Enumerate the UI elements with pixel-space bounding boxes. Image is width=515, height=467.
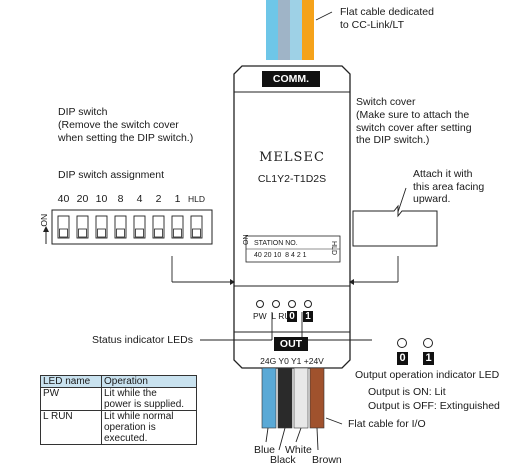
switch-cover [352, 204, 438, 247]
led-table-cell-name: L RUN [40, 410, 102, 445]
dip-knob [78, 228, 87, 238]
dip-slot [152, 215, 165, 239]
top-cable-wires [266, 0, 314, 60]
dip-value-label: 8 [117, 193, 124, 205]
status-leds-label: Status indicator LEDs [92, 334, 193, 346]
output-leds-label: Output operation indicator LED [355, 369, 500, 381]
station-digits: 40 20 10 8 4 2 1 [254, 252, 307, 259]
dip-switch-graphic [51, 209, 213, 245]
led-pw-circle [256, 300, 264, 308]
dip-knob [97, 228, 106, 238]
dip-value-label: 10 [95, 193, 108, 205]
station-label: STATION NO. [254, 240, 298, 247]
switch-cover-title: Switch cover [356, 96, 416, 108]
led-table: LED name Operation PW Lit while the powe… [40, 375, 197, 445]
dip-knob [59, 228, 68, 238]
led-table-header-operation: Operation [101, 375, 197, 388]
led-table-cell-operation: Lit while the power is supplied. [101, 387, 197, 411]
out-led-digit-0: 0 [397, 352, 408, 365]
dip-switch-body [51, 209, 213, 245]
leader-top-cable [315, 11, 333, 21]
out-led-digit-1: 1 [423, 352, 434, 365]
module-digit-1: 1 [303, 311, 313, 322]
switch-cover-attach-note: Attach it with this area facing upward. [413, 168, 485, 205]
top-cable-label: Flat cable dedicated to CC-Link/LT [340, 6, 434, 31]
top-wire-2 [278, 0, 290, 60]
led-lrun-circle [272, 300, 280, 308]
leader-wire-white [295, 427, 302, 443]
led-table-cell-name: PW [40, 387, 102, 411]
dip-slot [95, 215, 108, 239]
module-digit-0: 0 [287, 311, 297, 322]
switch-cover-note: (Make sure to attach the switch cover af… [356, 109, 472, 146]
dip-value-label: HLD [187, 194, 205, 204]
bottom-wire-brown [309, 367, 325, 429]
out-led-0-circle [397, 338, 407, 348]
out-badge: OUT [274, 337, 308, 351]
dip-value-label: 2 [155, 193, 162, 205]
dip-on-label: ON [39, 213, 50, 227]
dip-value-label: 40 [57, 193, 70, 205]
dip-knob [173, 228, 182, 238]
dip-switch-title: DIP switch [58, 106, 108, 118]
dip-knob [192, 228, 201, 238]
station-on-label: ON [243, 234, 250, 246]
table-row: PW Lit while the power is supplied. [40, 387, 197, 411]
out-led-1-circle [423, 338, 433, 348]
dip-value-label: 1 [174, 193, 181, 205]
top-wire-4 [302, 0, 314, 60]
output-off-line: Output is OFF: Extinguished [368, 400, 500, 412]
led-table-cell-operation: Lit while normal operation is executed. [101, 410, 197, 445]
leader-bottom-cable [325, 417, 343, 425]
output-on-line: Output is ON: Lit [368, 386, 446, 398]
model-name: CL1Y2-T1D2S [257, 173, 327, 185]
bottom-wire-black [277, 367, 293, 429]
bottom-cable-wires [261, 367, 325, 429]
bottom-wire-white [293, 367, 309, 429]
dip-switch-note: (Remove the switch cover when setting th… [58, 119, 194, 144]
on-arrow-head [43, 226, 49, 232]
wire-label-white: White [285, 444, 312, 456]
dip-slot [190, 215, 203, 239]
led-table-header-row: LED name Operation [40, 375, 197, 388]
arrowhead-dip [230, 279, 235, 285]
wire-label-black: Black [270, 454, 296, 466]
dip-value-label: 4 [136, 193, 143, 205]
leader-wire-black [278, 427, 286, 451]
led-out1-circle [304, 300, 312, 308]
bottom-wire-blue [261, 367, 277, 429]
led-out0-circle [288, 300, 296, 308]
table-row: L RUN Lit while normal operation is exec… [40, 410, 197, 445]
dip-slot [76, 215, 89, 239]
dip-slot [57, 215, 70, 239]
terminal-labels: 24G Y0 Y1 +24V [260, 356, 324, 366]
station-hld: HLD [330, 240, 338, 256]
dip-knob [116, 228, 125, 238]
dip-slot [133, 215, 146, 239]
wire-label-blue: Blue [254, 444, 276, 456]
wire-label-brown: Brown [312, 454, 342, 466]
led-table-header-name: LED name [40, 375, 102, 388]
leader-wire-brown [316, 427, 319, 451]
leader-lines [171, 11, 407, 451]
leader-wire-blue [265, 427, 269, 443]
dip-knob [154, 228, 163, 238]
bottom-cable-label: Flat cable for I/O [348, 418, 426, 430]
comm-badge: COMM. [262, 71, 320, 87]
module-body [233, 65, 351, 369]
dip-knob [135, 228, 144, 238]
arrowhead-cover [349, 279, 354, 285]
dip-value-label: 20 [76, 193, 89, 205]
leader-attach [397, 187, 407, 213]
dip-assignment-title: DIP switch assignment [58, 169, 165, 181]
top-wire-3 [290, 0, 302, 60]
top-wire-1 [266, 0, 278, 60]
dip-slot [171, 215, 184, 239]
dip-slot [114, 215, 127, 239]
brand-logo: MELSEC [259, 150, 325, 165]
